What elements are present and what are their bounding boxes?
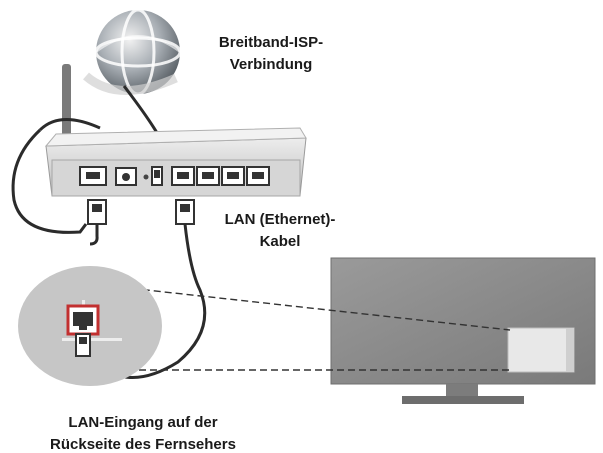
globe-icon xyxy=(83,8,182,96)
lan-label-line1: LAN (Ethernet)- xyxy=(224,211,336,228)
isp-label-line1: Breitband-ISP- xyxy=(218,34,324,51)
television-icon xyxy=(330,257,596,404)
ethernet-plug-icon xyxy=(87,199,107,225)
router-lan-ports xyxy=(171,166,270,186)
tv-lan-input-label: LAN-Eingang auf der Rückseite des Fernse… xyxy=(18,412,268,453)
lan-plug-tv-icon xyxy=(75,333,91,357)
tv-label-line2: Rückseite des Fernsehers xyxy=(50,436,236,453)
lan-cable-label: LAN (Ethernet)- Kabel xyxy=(204,209,356,253)
zoom-line-top xyxy=(109,285,511,331)
router-icon xyxy=(44,127,307,197)
isp-cable-loop xyxy=(11,128,88,234)
lan-port-icon xyxy=(66,304,100,336)
tv-port-panel xyxy=(507,327,575,373)
isp-label-line2: Verbindung xyxy=(229,56,313,73)
isp-connection-label: Breitband-ISP- Verbindung xyxy=(196,32,346,76)
lan-label-line2: Kabel xyxy=(259,233,301,250)
lan-plug-router-icon xyxy=(175,199,195,225)
tv-label-line1: LAN-Eingang auf der xyxy=(68,414,218,431)
